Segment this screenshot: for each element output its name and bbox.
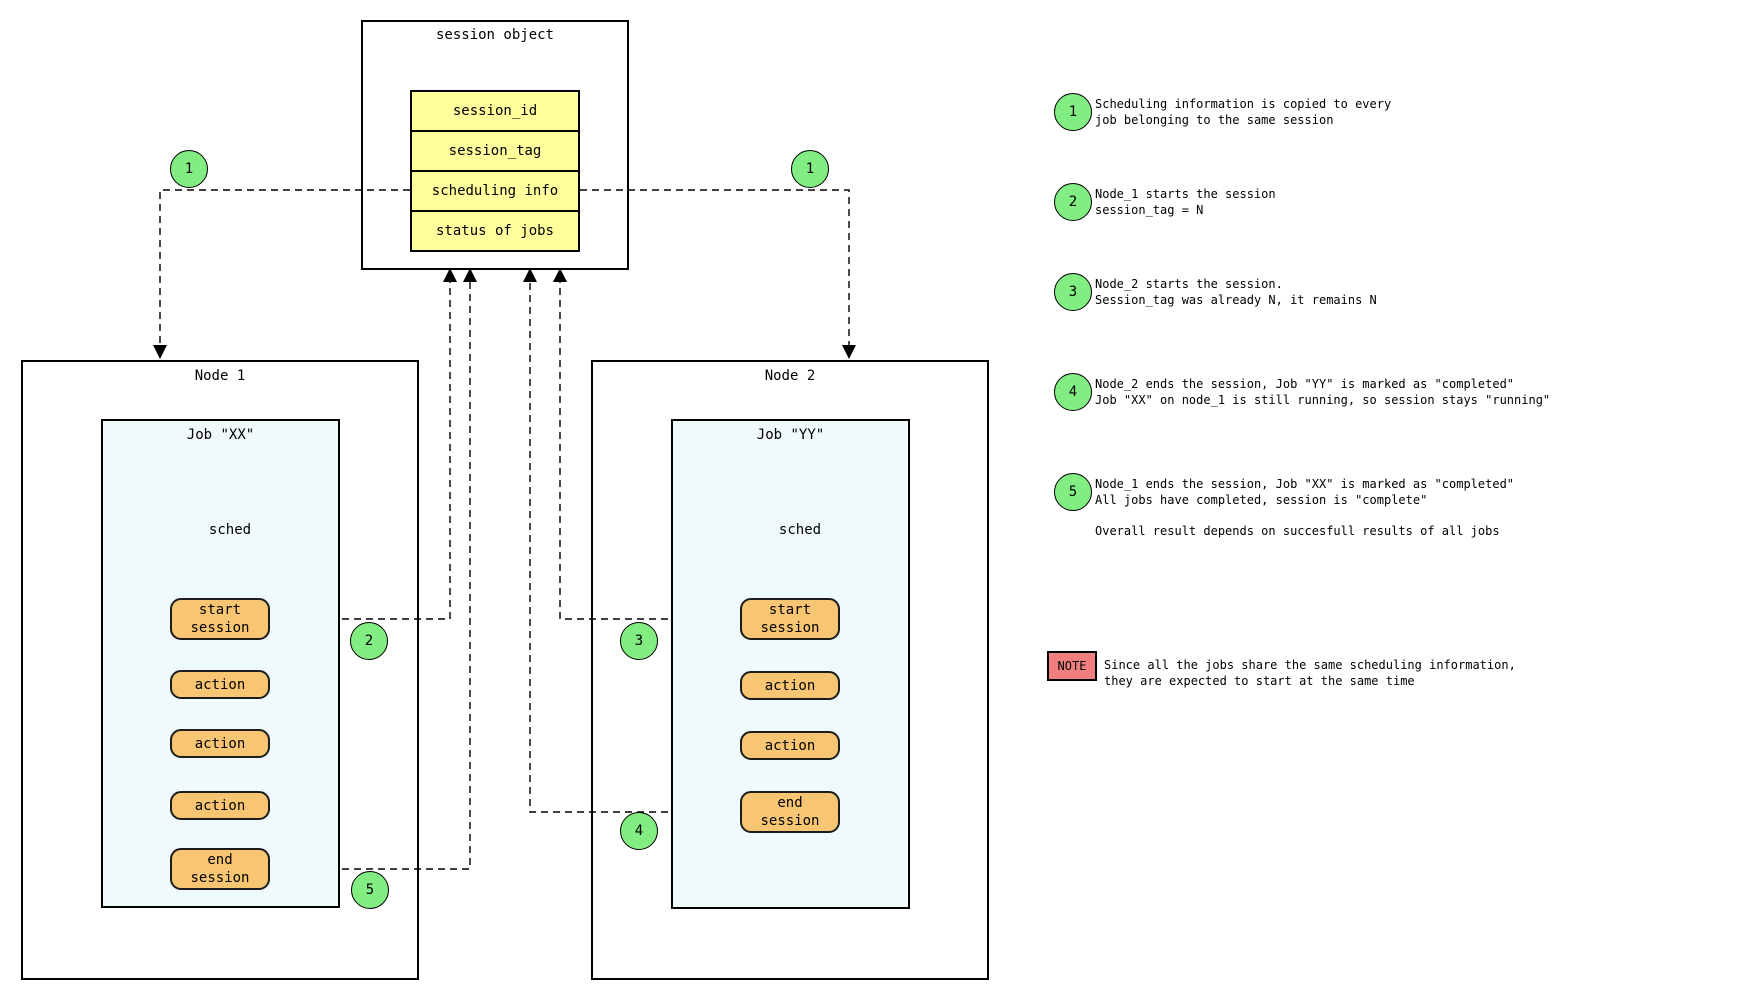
legend-text-1: Scheduling information is copied to ever… xyxy=(1095,97,1392,127)
legend-badge-4: 4 xyxy=(1054,373,1092,411)
note-box: NOTE xyxy=(1047,651,1097,681)
legend-badge-5: 5 xyxy=(1054,473,1092,511)
sched-flag-label: sched xyxy=(778,522,822,538)
arrow-up-icon xyxy=(463,268,477,282)
legend-text-5: Node_1 ends the session, Job "XX" is mar… xyxy=(1095,477,1515,507)
legend-text-3: Node_2 starts the session. Session_tag w… xyxy=(1095,277,1377,307)
node1-box: Node 1 xyxy=(21,360,419,980)
step-start-session: start session xyxy=(740,598,840,640)
node2-title: Node 2 xyxy=(764,368,816,384)
job-xx-title: Job "XX" xyxy=(186,427,255,443)
legend-footnote: Overall result depends on succesfull res… xyxy=(1095,524,1500,538)
job-xx-box: Job "XX" xyxy=(101,419,340,908)
step-action: action xyxy=(740,671,840,700)
table-row-scheduling-info: scheduling info xyxy=(412,170,578,210)
connector-1-right xyxy=(580,189,850,346)
arrow-up-icon xyxy=(523,268,537,282)
step-end-session: end session xyxy=(740,791,840,833)
legend-badge-2: 2 xyxy=(1054,183,1092,221)
arrow-up-icon xyxy=(553,268,567,282)
badge-2: 2 xyxy=(350,622,388,660)
legend-badge-1: 1 xyxy=(1054,93,1092,131)
step-action: action xyxy=(170,670,270,699)
sched-flag-label: sched xyxy=(208,522,252,538)
step-action: action xyxy=(170,729,270,758)
legend-text-4: Node_2 ends the session, Job "YY" is mar… xyxy=(1095,377,1551,407)
badge-4: 4 xyxy=(620,812,658,850)
session-table: session_id session_tag scheduling info s… xyxy=(410,90,580,252)
arrow-down-icon xyxy=(842,345,856,359)
table-row-session-tag: session_tag xyxy=(412,130,578,170)
connector-1-left xyxy=(159,189,410,346)
badge-3: 3 xyxy=(620,622,658,660)
legend-badge-3: 3 xyxy=(1054,273,1092,311)
node2-box: Node 2 xyxy=(591,360,989,980)
session-object-title: session object xyxy=(435,27,554,43)
step-start-session: start session xyxy=(170,598,270,640)
step-end-session: end session xyxy=(170,848,270,890)
node1-title: Node 1 xyxy=(194,368,246,384)
job-yy-title: Job "YY" xyxy=(756,427,825,443)
connector-4 xyxy=(529,282,740,813)
badge-5: 5 xyxy=(351,871,389,909)
arrow-up-icon xyxy=(443,268,457,282)
session-object-box: session object xyxy=(361,20,629,270)
job-yy-box: Job "YY" xyxy=(671,419,910,909)
legend-text-2: Node_1 starts the session session_tag = … xyxy=(1095,187,1276,217)
badge-1-left: 1 xyxy=(170,150,208,188)
badge-1-right: 1 xyxy=(791,150,829,188)
note-text: Since all the jobs share the same schedu… xyxy=(1104,658,1516,688)
arrow-down-icon xyxy=(153,345,167,359)
table-row-session-id: session_id xyxy=(412,92,578,130)
table-row-status-of-jobs: status of jobs xyxy=(412,210,578,250)
step-action: action xyxy=(170,791,270,820)
step-action: action xyxy=(740,731,840,760)
